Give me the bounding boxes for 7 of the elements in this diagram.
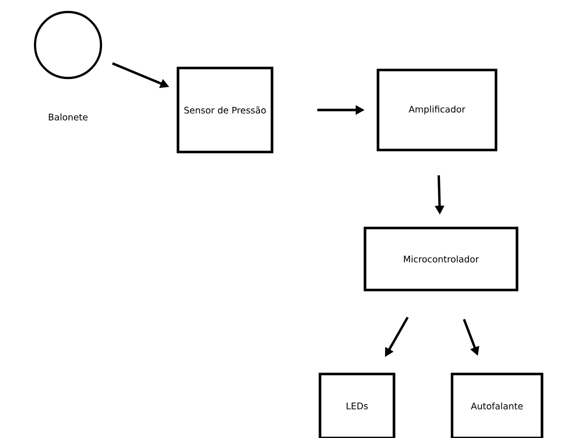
- node-caption: Balonete: [48, 114, 88, 120]
- process-box: LEDs: [318, 372, 396, 438]
- process-box: Sensor de Pressão: [176, 66, 274, 154]
- process-box: Autofalante: [450, 372, 544, 438]
- process-box: Amplificador: [376, 68, 498, 152]
- process-box: Microcontrolador: [364, 226, 518, 292]
- balloon-circle: [34, 10, 102, 80]
